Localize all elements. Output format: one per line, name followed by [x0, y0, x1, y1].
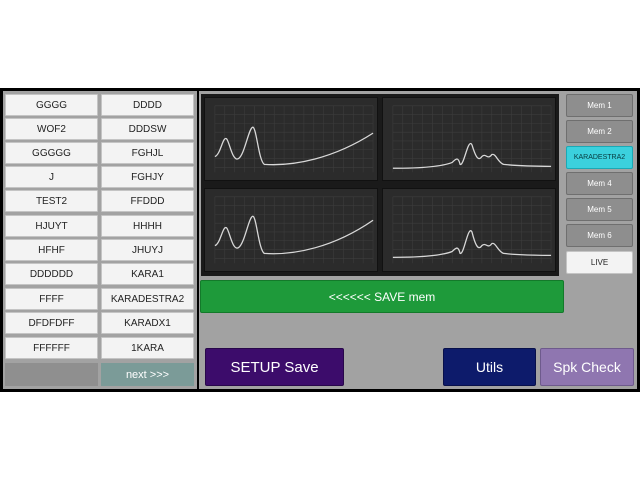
- mem-slot-button[interactable]: Mem 1: [566, 94, 633, 117]
- preset-button[interactable]: 1KARA: [101, 337, 194, 359]
- preset-button[interactable]: FGHJL: [101, 142, 194, 164]
- preset-button[interactable]: GGGG: [5, 94, 98, 116]
- app-window: GGGG WOF2 GGGGG J TEST2 HJUYT HFHF DDDDD…: [0, 88, 640, 392]
- preset-button[interactable]: FGHJY: [101, 166, 194, 188]
- preset-list-panel: GGGG WOF2 GGGGG J TEST2 HJUYT HFHF DDDDD…: [3, 91, 197, 389]
- graph-panel: <<<<<< SAVE mem: [199, 91, 565, 389]
- memory-panel: Mem 1 Mem 2 KARADESTRA2 Mem 4 Mem 5 Mem …: [565, 91, 637, 389]
- next-page-button[interactable]: next >>>: [101, 363, 194, 386]
- empty-slot: [5, 363, 98, 386]
- setup-save-button[interactable]: SETUP Save: [205, 348, 344, 386]
- preset-button[interactable]: HFHF: [5, 239, 98, 261]
- preset-button[interactable]: DDDD: [101, 94, 194, 116]
- preset-button[interactable]: J: [5, 166, 98, 188]
- preset-button[interactable]: FFDDD: [101, 190, 194, 212]
- preset-button[interactable]: HHHH: [101, 215, 194, 237]
- preset-button[interactable]: FFFF: [5, 288, 98, 310]
- preset-button[interactable]: GGGGG: [5, 142, 98, 164]
- preset-button[interactable]: DDDSW: [101, 118, 194, 140]
- preset-button[interactable]: KARADX1: [101, 312, 194, 334]
- utils-button[interactable]: Utils: [443, 348, 536, 386]
- response-graph-top-left[interactable]: [204, 97, 378, 181]
- response-graph-bottom-right[interactable]: [382, 188, 556, 272]
- preset-button[interactable]: KARA1: [101, 263, 194, 285]
- live-button[interactable]: LIVE: [566, 251, 633, 274]
- mem-slot-button[interactable]: Mem 6: [566, 224, 633, 247]
- spk-check-button[interactable]: Spk Check: [540, 348, 634, 386]
- mem-slot-button[interactable]: Mem 2: [566, 120, 633, 143]
- save-mem-button[interactable]: <<<<<< SAVE mem: [200, 280, 564, 313]
- preset-button[interactable]: JHUYJ: [101, 239, 194, 261]
- mem-slot-button-active[interactable]: KARADESTRA2: [566, 146, 633, 169]
- response-graph-bottom-left[interactable]: [204, 188, 378, 272]
- mem-slot-button[interactable]: Mem 5: [566, 198, 633, 221]
- preset-button[interactable]: DDDDDD: [5, 263, 98, 285]
- preset-button[interactable]: FFFFFF: [5, 337, 98, 359]
- preset-button[interactable]: TEST2: [5, 190, 98, 212]
- mem-slot-button[interactable]: Mem 4: [566, 172, 633, 195]
- preset-button[interactable]: DFDFDFF: [5, 312, 98, 334]
- preset-button[interactable]: WOF2: [5, 118, 98, 140]
- preset-button[interactable]: HJUYT: [5, 215, 98, 237]
- response-graphs: [201, 94, 559, 276]
- response-graph-top-right[interactable]: [382, 97, 556, 181]
- preset-button[interactable]: KARADESTRA2: [101, 288, 194, 310]
